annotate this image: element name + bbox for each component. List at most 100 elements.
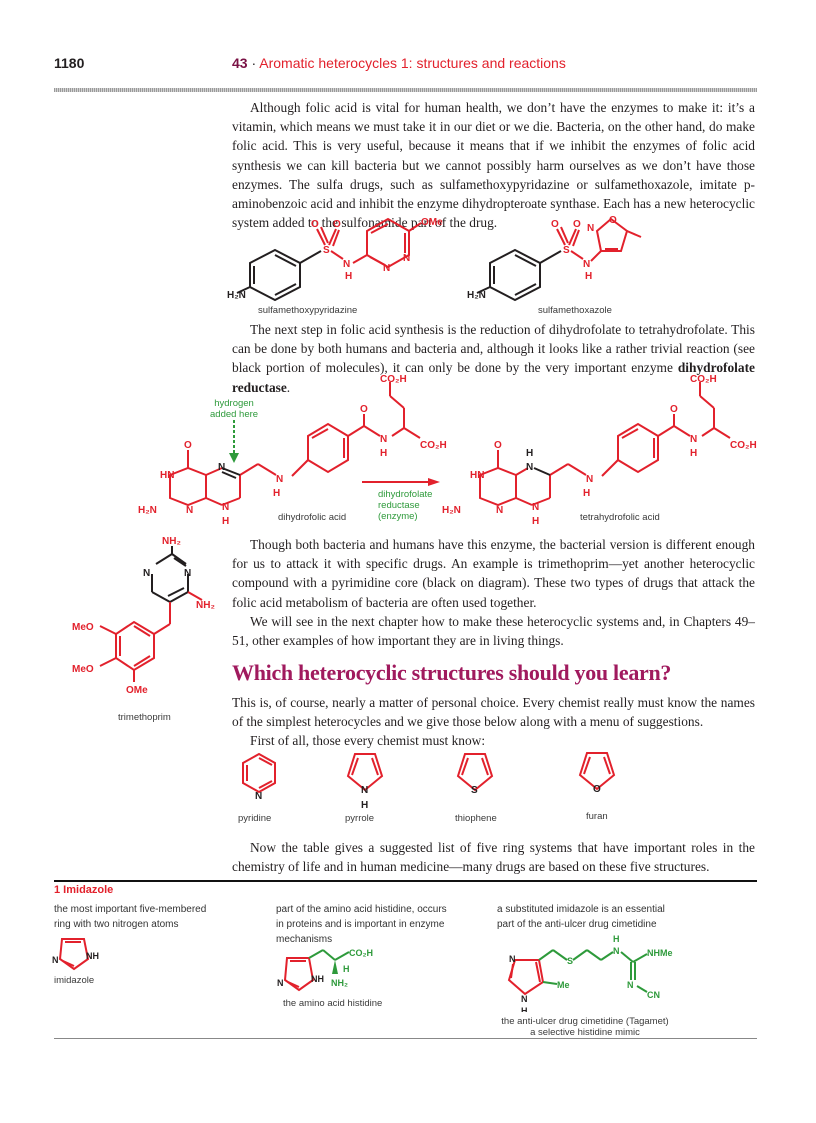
- caption-cimetidine: the anti-ulcer drug cimetidine (Tagamet)…: [500, 1016, 670, 1038]
- arrow-label-line: (enzyme): [378, 511, 418, 522]
- paragraph-end: .: [286, 379, 291, 395]
- caption-furan: furan: [586, 811, 608, 822]
- page-number: 1180: [54, 55, 85, 71]
- header-rule: [54, 88, 757, 92]
- svg-text:H: H: [526, 448, 533, 459]
- arrow-label-line: dihydrofolate: [378, 489, 433, 500]
- svg-text:Me: Me: [557, 980, 570, 990]
- svg-text:N: N: [521, 994, 528, 1004]
- svg-text:N: N: [587, 223, 594, 234]
- chapter-title: Aromatic heterocycles 1: structures and …: [259, 55, 566, 71]
- svg-text:N: N: [627, 980, 634, 990]
- svg-text:N: N: [383, 263, 390, 274]
- svg-text:CO₂H: CO₂H: [349, 948, 373, 958]
- table-cell-imidazole: the most important five-membered ring wi…: [54, 902, 206, 932]
- svg-text:H: H: [532, 516, 539, 527]
- svg-text:O: O: [311, 219, 319, 230]
- svg-text:N: N: [532, 502, 539, 513]
- svg-text:H: H: [380, 448, 387, 459]
- caption-thiophene: thiophene: [455, 813, 497, 824]
- pyridine-ring: [242, 752, 276, 794]
- svg-text:OMe: OMe: [421, 217, 443, 228]
- svg-text:S: S: [563, 245, 570, 256]
- annotation-line: added here: [210, 409, 259, 420]
- cell-line: part of the anti-ulcer drug cimetidine: [497, 919, 657, 930]
- arrow-label-line: reductase: [378, 500, 420, 511]
- svg-text:N: N: [52, 955, 59, 965]
- caption-dihydrofolic-acid: dihydrofolic acid: [278, 512, 347, 523]
- paragraph-text: We will see in the next chapter how to m…: [232, 614, 755, 649]
- svg-text:N: N: [526, 462, 533, 473]
- svg-text:CO₂H: CO₂H: [420, 440, 447, 451]
- thiophene-ring: [456, 753, 494, 792]
- caption-histidine: the amino acid histidine: [283, 998, 383, 1009]
- svg-text:CO₂H: CO₂H: [730, 440, 757, 451]
- svg-text:H: H: [343, 964, 350, 974]
- svg-text:O: O: [184, 440, 192, 451]
- svg-text:N: N: [380, 434, 387, 445]
- caption-pyrrole: pyrrole: [345, 813, 375, 824]
- svg-text:N: N: [690, 434, 697, 445]
- svg-text:CO₂H: CO₂H: [380, 374, 407, 385]
- paragraph-next-chapter: We will see in the next chapter how to m…: [232, 612, 755, 650]
- caption-trimethoprim: trimethoprim: [118, 712, 171, 723]
- cimetidine-structure: S HN NHMe N CN Me N N H: [507, 934, 673, 1012]
- svg-text:N: N: [222, 502, 229, 513]
- cell-line: in proteins and is important in enzyme: [276, 919, 445, 930]
- separator: ·: [251, 55, 257, 71]
- svg-text:NHMe: NHMe: [647, 948, 673, 958]
- svg-text:O: O: [573, 219, 581, 230]
- svg-text:H: H: [273, 488, 280, 499]
- caption-sulfamethoxazole: sulfamethoxazole: [538, 305, 612, 316]
- cell-line: the most important five-membered: [54, 904, 207, 915]
- svg-text:H: H: [345, 271, 352, 282]
- sulfonamide-isoxazole: [556, 217, 642, 262]
- svg-text:H: H: [585, 271, 592, 282]
- caption-pyridine: pyridine: [238, 813, 272, 824]
- svg-text:O: O: [670, 404, 678, 415]
- svg-text:H: H: [222, 516, 229, 527]
- svg-text:N: N: [186, 505, 193, 516]
- caption-line: the anti-ulcer drug cimetidine (Tagamet): [501, 1016, 669, 1027]
- svg-text:CN: CN: [647, 990, 660, 1000]
- svg-text:H: H: [583, 488, 590, 499]
- svg-text:N: N: [613, 946, 620, 956]
- cell-line: a substituted imidazole is an essential: [497, 904, 665, 915]
- svg-text:MeO: MeO: [72, 622, 94, 633]
- svg-text:N: N: [143, 568, 150, 579]
- caption-sulfamethoxypyridazine: sulfamethoxypyridazine: [258, 305, 358, 316]
- paragraph-text: Now the table gives a suggested list of …: [232, 840, 755, 875]
- paragraph-text: Though both bacteria and humans have thi…: [232, 537, 755, 610]
- svg-text:S: S: [567, 956, 573, 966]
- svg-text:H₂N: H₂N: [467, 290, 486, 301]
- svg-text:O: O: [494, 440, 502, 451]
- svg-text:N: N: [509, 954, 516, 964]
- svg-text:N: N: [276, 474, 283, 485]
- simple-heterocycles-figure: N N H S O: [242, 752, 616, 810]
- svg-text:H: H: [690, 448, 697, 459]
- section-title: Which heterocyclic structures should you…: [232, 660, 672, 685]
- paragraph-text: Although folic acid is vital for human h…: [232, 100, 755, 231]
- paragraph-must-know: First of all, those every chemist must k…: [232, 731, 755, 750]
- svg-text:N: N: [586, 474, 593, 485]
- paragraph-reductase: The next step in folic acid synthesis is…: [232, 320, 755, 397]
- svg-text:NH₂: NH₂: [196, 600, 215, 611]
- svg-text:N: N: [361, 785, 368, 796]
- svg-text:N: N: [255, 791, 262, 802]
- svg-text:N: N: [184, 568, 191, 579]
- svg-text:HN: HN: [160, 470, 174, 481]
- svg-text:N: N: [583, 259, 590, 270]
- svg-text:N: N: [403, 253, 410, 264]
- arrow-label-enzyme: dihydrofolate reductase (enzyme): [378, 489, 432, 522]
- svg-text:H₂N: H₂N: [138, 505, 157, 516]
- paragraph-folic-acid: Although folic acid is vital for human h…: [232, 98, 755, 232]
- cell-line: part of the amino acid histidine, occurs: [276, 904, 447, 915]
- table-rule-top: [54, 880, 757, 882]
- table-heading: 1 Imidazole: [54, 884, 114, 896]
- svg-text:NH₂: NH₂: [162, 536, 181, 547]
- benzene-ring-left: [236, 248, 322, 302]
- paragraph-text: This is, of course, nearly a matter of p…: [232, 695, 755, 730]
- annotation-line: hydrogen: [214, 398, 254, 409]
- table-cell-histidine: part of the amino acid histidine, occurs…: [276, 902, 447, 947]
